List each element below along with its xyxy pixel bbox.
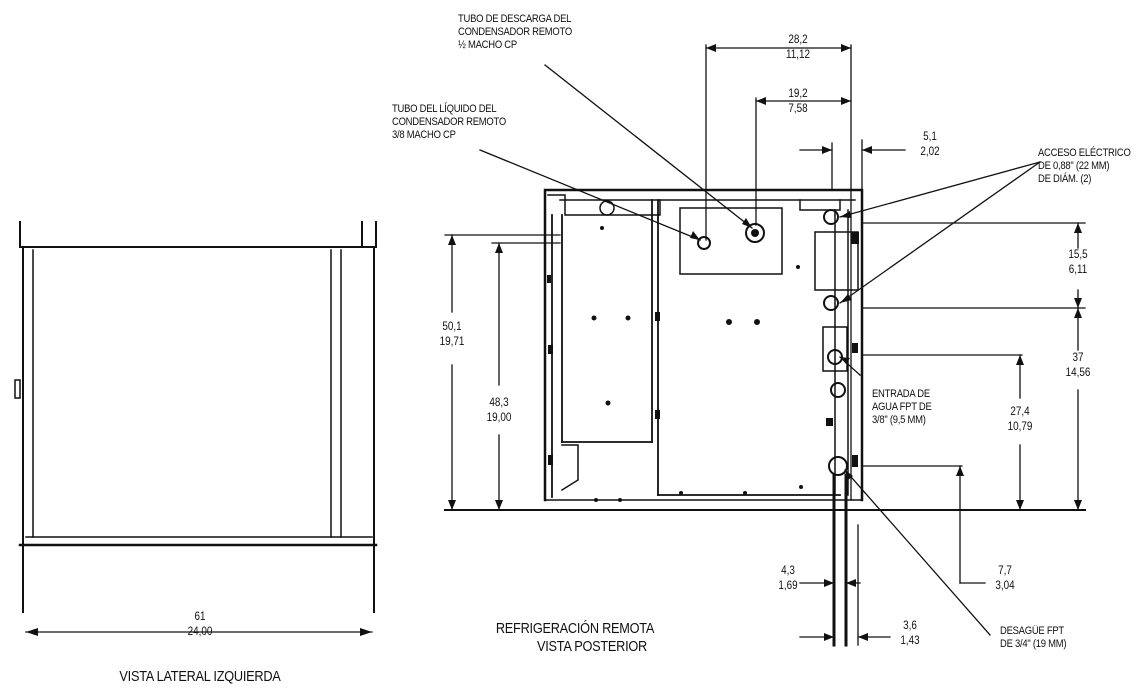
dimension-28-2: 28,2 11,12 xyxy=(772,33,824,63)
dimension-arrowheads xyxy=(448,44,1082,641)
dimension-metric: 3,6 xyxy=(903,620,917,632)
dimension-5-1: 5,1 2,02 xyxy=(904,130,956,160)
dimension-19-2: 19,2 7,58 xyxy=(772,87,824,117)
rear-view-caption: REFRIGERACIÓN REMOTA VISTA POSTERIOR xyxy=(486,620,665,656)
dimension-metric: 7,7 xyxy=(998,565,1012,577)
callout-line: 3/8 MACHO CP xyxy=(392,129,456,141)
side-view-caption: VISTA LATERAL IZQUIERDA xyxy=(119,668,281,685)
dimension-metric: 27,4 xyxy=(1010,406,1030,418)
dimension-imperial: 19,00 xyxy=(486,412,512,424)
dimension-lines xyxy=(444,44,1086,646)
callout-line: DE 0,88" (22 MM) xyxy=(1038,160,1110,172)
dimension-imperial: 1,43 xyxy=(900,635,920,647)
callout-line: ENTRADA DE xyxy=(872,388,930,400)
dimension-metric: 61 xyxy=(194,611,206,623)
callout-line: CONDENSADOR REMOTO xyxy=(392,116,506,128)
callout-line: ACCESO ELÉCTRICO xyxy=(1038,147,1131,159)
callout-line: DE 3/4" (19 MM) xyxy=(1000,638,1067,650)
dimension-4-3: 4,3 1,69 xyxy=(762,564,814,594)
callout-line: TUBO DEL LÍQUIDO DEL xyxy=(392,103,497,115)
dimension-48-3: 48,3 19,00 xyxy=(473,396,525,426)
dimension-7-7: 7,7 3,04 xyxy=(979,564,1031,594)
dimension-imperial: 7,58 xyxy=(788,103,808,115)
callout-line: AGUA FPT DE xyxy=(872,401,932,413)
electrical-access-callout: ACCESO ELÉCTRICO DE 0,88" (22 MM) DE DIÁ… xyxy=(1038,147,1131,186)
dimension-imperial: 24,00 xyxy=(187,626,213,638)
discharge-line-callout: TUBO DE DESCARGA DEL CONDENSADOR REMOTO … xyxy=(458,13,572,52)
caption-line: REFRIGERACIÓN REMOTA xyxy=(495,620,655,637)
dimension-imperial: 11,12 xyxy=(785,49,811,61)
dimension-imperial: 3,04 xyxy=(995,580,1015,592)
dimension-metric: 4,3 xyxy=(781,565,795,577)
drain-callout: DESAGÜE FPT DE 3/4" (19 MM) xyxy=(1000,625,1067,651)
dimension-37: 37 14,56 xyxy=(1052,351,1104,381)
dimension-50-1: 50,1 19,71 xyxy=(426,320,478,350)
caption-line: VISTA POSTERIOR xyxy=(536,638,647,655)
dimension-metric: 28,2 xyxy=(788,34,808,46)
callout-line: DE DIÁM. (2) xyxy=(1038,173,1092,185)
dimension-15-5: 15,5 6,11 xyxy=(1052,248,1104,278)
dimension-imperial: 10,79 xyxy=(1007,421,1033,433)
dimension-metric: 48,3 xyxy=(489,397,509,409)
dimension-imperial: 6,11 xyxy=(1068,264,1088,276)
dimension-imperial: 1,69 xyxy=(778,580,798,592)
callout-line: 3/8" (9,5 MM) xyxy=(872,414,926,426)
side-view-drawing xyxy=(14,221,378,636)
callout-line: CONDENSADOR REMOTO xyxy=(458,26,572,38)
dimension-metric: 19,2 xyxy=(788,88,808,100)
dimension-imperial: 2,02 xyxy=(920,146,940,158)
dimension-metric: 37 xyxy=(1072,352,1084,364)
dimension-imperial: 19,71 xyxy=(439,336,465,348)
dimension-27-4: 27,4 10,79 xyxy=(994,405,1046,435)
rear-view-drawing xyxy=(444,188,1086,647)
callout-line: TUBO DE DESCARGA DEL xyxy=(458,13,572,25)
dimension-3-6: 3,6 1,43 xyxy=(884,619,936,649)
dimension-metric: 15,5 xyxy=(1068,249,1088,261)
dimension-metric: 5,1 xyxy=(923,131,937,143)
dimension-61: 61 24,00 xyxy=(174,610,226,640)
liquid-line-callout: TUBO DEL LÍQUIDO DEL CONDENSADOR REMOTO … xyxy=(392,103,506,142)
dimension-metric: 50,1 xyxy=(442,321,462,333)
water-inlet-callout: ENTRADA DE AGUA FPT DE 3/8" (9,5 MM) xyxy=(872,388,932,427)
callout-line: DESAGÜE FPT xyxy=(1000,625,1064,637)
callout-line: ½ MACHO CP xyxy=(458,39,517,51)
dimension-imperial: 14,56 xyxy=(1065,367,1091,379)
